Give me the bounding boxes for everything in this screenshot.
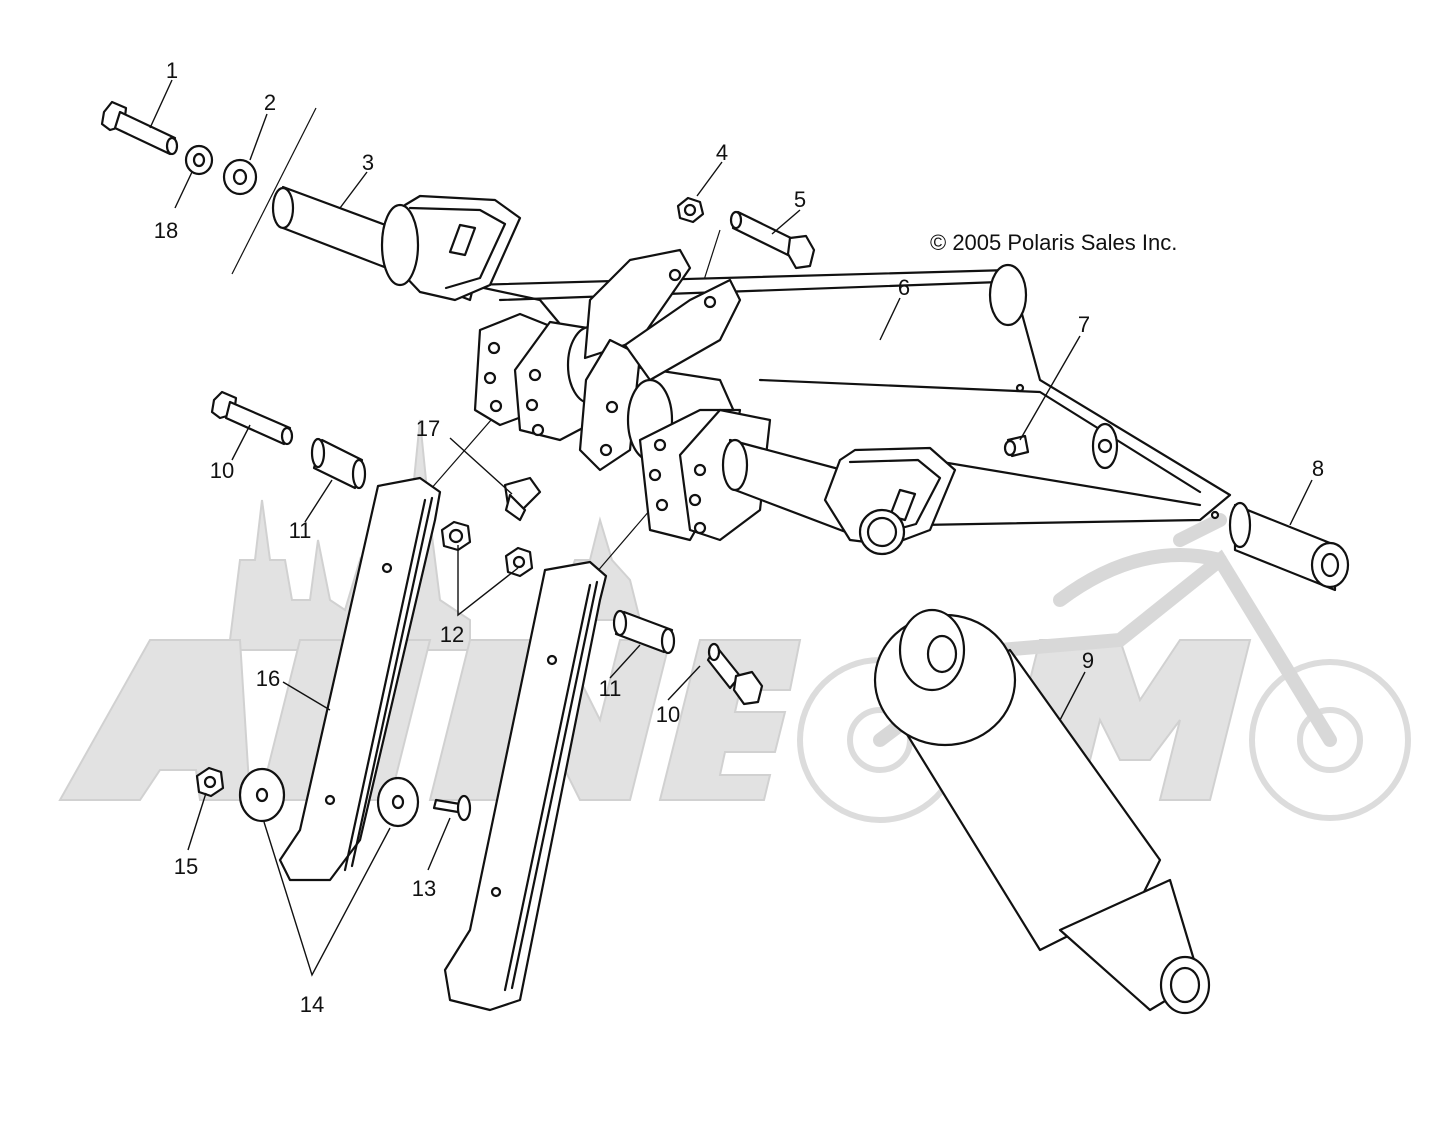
pin-13 <box>432 794 472 822</box>
washer-2 <box>222 158 258 196</box>
leader-lines <box>149 79 1313 977</box>
bolt-5 <box>729 210 816 270</box>
callout-10-upper: 10 <box>210 458 234 483</box>
right-shaft <box>721 438 957 556</box>
callout-12: 12 <box>440 622 464 647</box>
nut-12-a <box>440 520 472 552</box>
callout-18: 18 <box>154 218 178 243</box>
callout-3: 3 <box>362 150 374 175</box>
callout-11-upper: 11 <box>289 518 312 543</box>
bushing-11-upper <box>310 437 367 490</box>
callout-2: 2 <box>264 90 276 115</box>
arm-right <box>443 560 608 1012</box>
bolt-10-upper <box>210 390 294 446</box>
right-shaft-end <box>1228 501 1350 592</box>
callout-11-lower: 11 <box>599 676 622 701</box>
nut-15 <box>195 766 225 798</box>
callout-17: 17 <box>416 416 440 441</box>
centerline-arm-right <box>589 509 651 581</box>
left-shaft <box>271 185 522 302</box>
callout-5: 5 <box>794 187 806 212</box>
washer-14-b <box>376 776 420 828</box>
callout-13: 13 <box>412 876 436 901</box>
callout-6: 6 <box>898 275 910 300</box>
nut-12-b <box>504 546 534 578</box>
arm-16 <box>278 476 442 882</box>
washer-18 <box>184 144 214 176</box>
callout-14: 14 <box>300 992 324 1017</box>
callout-9: 9 <box>1082 648 1094 673</box>
callout-15: 15 <box>174 854 198 879</box>
callout-7: 7 <box>1078 312 1090 337</box>
center-bracket-plates <box>473 248 772 542</box>
bushing-11-lower <box>612 609 676 655</box>
callout-1: 1 <box>166 58 178 83</box>
callout-8: 8 <box>1312 456 1324 481</box>
grease-fitting-7 <box>1003 434 1030 458</box>
callout-16: 16 <box>256 666 280 691</box>
washer-14-a <box>238 767 286 823</box>
shock-9 <box>873 608 1211 1015</box>
callout-4: 4 <box>716 140 728 165</box>
callout-10-lower: 10 <box>656 702 680 727</box>
bolt-1 <box>100 100 179 156</box>
nut-4 <box>676 196 705 224</box>
bolt-10-lower <box>706 642 764 706</box>
grease-fitting-17 <box>503 476 542 522</box>
copyright-text: © 2005 Polaris Sales Inc. <box>930 230 1177 255</box>
centerline-bolt-1 <box>231 107 317 275</box>
